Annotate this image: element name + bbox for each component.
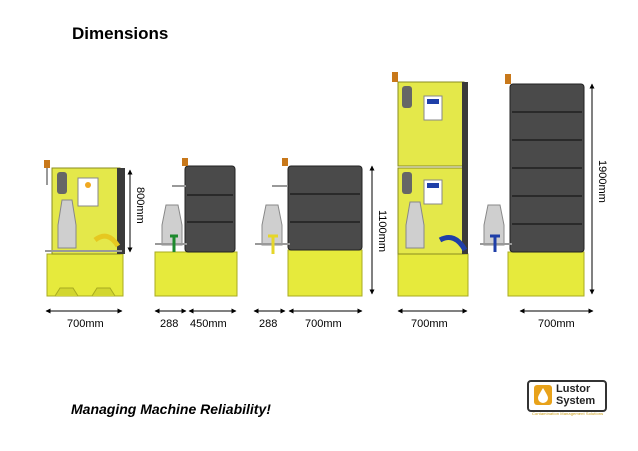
unit5-width-label: 700mm (538, 318, 575, 330)
lustor-logo: Lustor System (527, 380, 607, 412)
unit3-width-label: 700mm (305, 318, 342, 330)
logo-line-1: Lustor (556, 383, 591, 395)
unit2-side-label: 288 (160, 318, 179, 330)
unit-2-illustration (154, 158, 238, 297)
unit5-height-label: 1900mm (596, 160, 608, 203)
unit-4-illustration (392, 72, 469, 297)
unit3-side-label: 288 (259, 318, 278, 330)
unit2-width-label: 450mm (190, 318, 227, 330)
unit3-height-label: 1100mm (376, 210, 388, 252)
logo-line-2: System (556, 395, 596, 407)
unit4-width-label: 700mm (411, 318, 448, 330)
dimension-arrows (45, 83, 595, 314)
unit-3-illustration (255, 158, 363, 297)
oil-drop-icon (534, 385, 552, 405)
unit-5-illustration (480, 74, 585, 297)
tagline: Managing Machine Reliability! (71, 401, 271, 417)
unit1-width-label: 700mm (67, 318, 104, 330)
unit-1-illustration (44, 160, 125, 297)
page-title: Dimensions (72, 24, 169, 43)
logo-subtitle: Contamination Management Solutions (532, 411, 604, 416)
unit1-height-label: 800mm (134, 187, 146, 224)
